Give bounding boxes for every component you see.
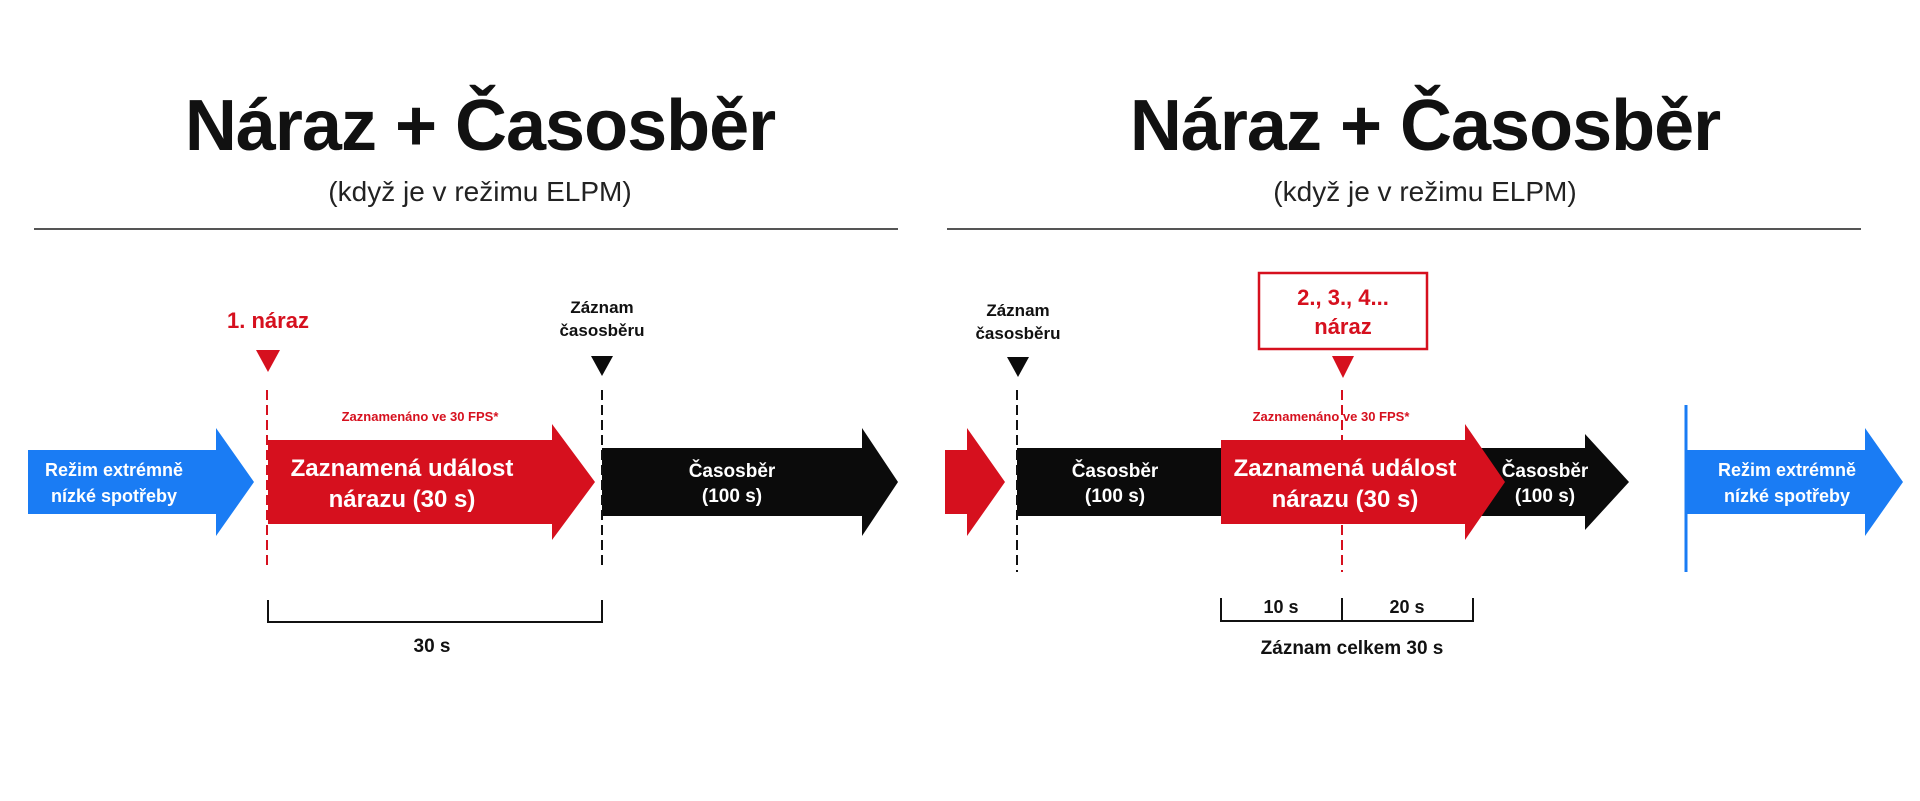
- red-arrow: [268, 424, 595, 540]
- red-arrow-label-2: nárazu (30 s): [329, 486, 476, 513]
- black-arrow-1: [1017, 448, 1223, 516]
- timelapse-marker-triangle: [1007, 357, 1029, 377]
- event-box: [1257, 271, 1429, 351]
- event-box-label-2: náraz: [1314, 314, 1371, 339]
- blue-arrow-label-1: Režim extrémně: [45, 460, 183, 480]
- timelapse-marker-label-2: časosběru: [559, 321, 644, 340]
- panel-subtitle: (když je v režimu ELPM): [328, 176, 632, 207]
- event-marker-label: 1. náraz: [227, 308, 309, 333]
- right-panel: Náraz + Časosběr (když je v režimu ELPM)…: [945, 0, 1905, 801]
- red-arrow-label-2: nárazu (30 s): [1272, 486, 1419, 513]
- panel-title: Náraz + Časosběr: [184, 86, 776, 166]
- red-arrow-label-1: Zaznamená událost: [291, 455, 514, 482]
- timelapse-marker-label-1: Záznam: [986, 301, 1049, 320]
- black-arrow-label-1: Časosběr: [689, 460, 776, 482]
- left-panel: Náraz + Časosběr (když je v režimu ELPM)…: [28, 86, 898, 657]
- fps-note: Zaznamenáno ve 30 FPS*: [342, 409, 500, 424]
- pre-event-bracket: [1220, 598, 1342, 622]
- left-timeline-diagram: Režim extrémně nízké spotřeby Zaznamená …: [28, 298, 898, 657]
- pre-duration-label: 10 s: [1263, 597, 1298, 617]
- event-marker-triangle: [1332, 356, 1354, 378]
- red-start-arrow: [945, 428, 1005, 536]
- black-arrow-2-label-2: (100 s): [1515, 486, 1575, 507]
- post-duration-label: 20 s: [1389, 597, 1424, 617]
- timelapse-marker-triangle: [591, 356, 613, 376]
- blue-arrow: [1687, 428, 1903, 536]
- black-arrow-label-2: (100 s): [702, 486, 762, 507]
- event-marker-triangle: [256, 350, 280, 372]
- panel-subtitle: (když je v režimu ELPM): [1273, 176, 1577, 207]
- timelapse-marker-label-2: časosběru: [975, 324, 1060, 343]
- total-duration-label: Záznam celkem 30 s: [1261, 638, 1444, 659]
- duration-bracket: [267, 600, 603, 623]
- fps-note: Zaznamenáno ve 30 FPS*: [1253, 409, 1411, 424]
- timelapse-marker-label-1: Záznam: [570, 298, 633, 317]
- blue-arrow-label-2: nízké spotřeby: [1724, 486, 1850, 506]
- black-arrow-1-label-1: Časosběr: [1072, 460, 1159, 482]
- divider-line: [34, 228, 898, 230]
- right-timeline-diagram: Časosběr (100 s) Časosběr (100 s) Zaznam…: [945, 271, 1903, 659]
- blue-arrow-label-1: Režim extrémně: [1718, 460, 1856, 480]
- blue-arrow: [28, 428, 254, 536]
- event-box-label-1: 2., 3., 4...: [1297, 285, 1389, 310]
- black-arrow: [602, 428, 898, 536]
- blue-arrow-label-2: nízké spotřeby: [51, 486, 177, 506]
- red-arrow: [1221, 424, 1505, 540]
- panel-title: Náraz + Časosběr: [1129, 86, 1721, 166]
- black-arrow-1-label-2: (100 s): [1085, 486, 1145, 507]
- divider-line: [947, 228, 1861, 230]
- red-arrow-label-1: Zaznamená událost: [1234, 455, 1457, 482]
- black-arrow-2-label-1: Časosběr: [1502, 460, 1589, 482]
- post-event-bracket: [1341, 598, 1474, 622]
- duration-label: 30 s: [414, 636, 451, 657]
